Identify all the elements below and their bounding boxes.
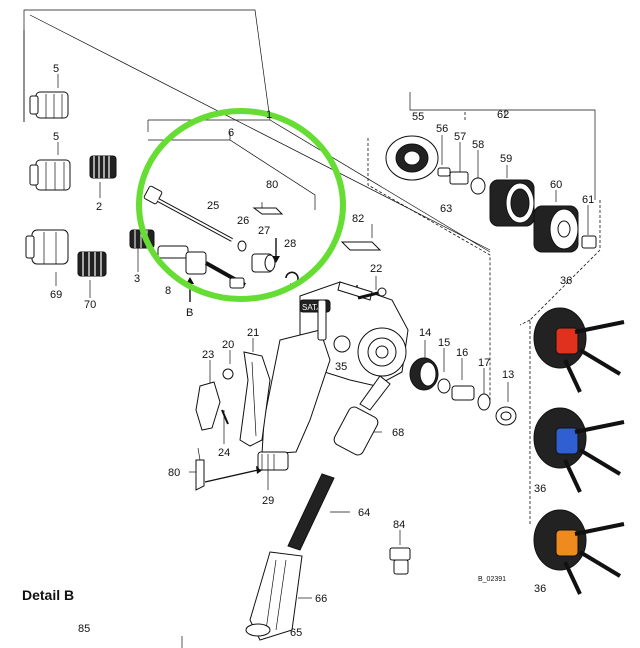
- part-cap-59: [489, 179, 535, 227]
- highlight-circle: [136, 108, 346, 302]
- dashed-outlines: [367, 110, 601, 525]
- detail-b-title: Detail B: [22, 587, 74, 603]
- label-25: 25: [207, 200, 219, 212]
- label-20: 20: [222, 339, 234, 351]
- label-59: 59: [500, 153, 512, 165]
- label-70: 70: [84, 299, 96, 311]
- part-nut-27: [251, 253, 276, 273]
- label-27: 27: [258, 225, 270, 237]
- label-15: 15: [438, 337, 450, 349]
- label-84: 84: [393, 519, 405, 531]
- label-58: 58: [472, 139, 484, 151]
- part-cap-60: [533, 205, 579, 253]
- label-21: 21: [247, 327, 259, 339]
- part-air-cap-5-upper: [29, 91, 69, 119]
- label-28: 28: [284, 238, 296, 250]
- part-fitting-57: [449, 171, 469, 185]
- label-85: 85: [78, 623, 90, 635]
- label-2: 2: [96, 201, 102, 213]
- part-ring-65: [245, 623, 271, 637]
- label-5a: 5: [53, 63, 59, 75]
- label-36b: 36: [534, 483, 546, 495]
- label-6: 6: [228, 127, 234, 139]
- part-tool-80-bottom: [195, 447, 205, 491]
- part-spring-2: [89, 155, 117, 179]
- label-55: 55: [412, 111, 424, 123]
- label-8: 8: [165, 285, 171, 297]
- part-pin-24: [221, 409, 229, 425]
- label-61: 61: [582, 194, 594, 206]
- leader-lines: [23, 9, 596, 633]
- part-ring-14: [409, 357, 439, 391]
- part-ring-58: [470, 177, 486, 195]
- part-trigger-21: [239, 351, 271, 447]
- part-nut-13: [495, 406, 517, 426]
- part-nut-20: [222, 368, 234, 380]
- label-80b: 80: [168, 467, 180, 479]
- part-screw-22: [357, 287, 387, 300]
- color-cap-orange: [533, 509, 625, 595]
- part-air-connector-29: [257, 451, 289, 471]
- part-tool-80-top: [252, 202, 284, 215]
- label-65: 65: [290, 627, 302, 639]
- part-ring-55: [385, 135, 439, 181]
- label-23: 23: [202, 349, 214, 361]
- label-69: 69: [50, 289, 62, 301]
- label-64: 64: [358, 507, 370, 519]
- part-handle-66: [249, 551, 303, 641]
- part-cap-69: [25, 229, 69, 265]
- label-24: 24: [218, 447, 230, 459]
- label-B: B: [186, 307, 193, 319]
- label-16: 16: [456, 347, 468, 359]
- label-66: 66: [315, 593, 327, 605]
- part-nozzle-61: [581, 235, 597, 249]
- part-rod-8: [157, 245, 246, 289]
- label-13: 13: [502, 369, 514, 381]
- label-36a: 36: [560, 275, 572, 287]
- label-68: 68: [392, 427, 404, 439]
- part-labels: 1 5 5 2 3 69 70 6 80 25 26 27 28 8 B 82 …: [22, 63, 594, 639]
- part-valve-16: [451, 385, 475, 401]
- label-82: 82: [352, 213, 364, 225]
- part-ring-15: [437, 378, 451, 394]
- label-22: 22: [370, 263, 382, 275]
- color-cap-blue: [533, 407, 625, 493]
- drawing-reference: B_02391: [478, 576, 506, 583]
- label-14: 14: [419, 327, 431, 339]
- part-connector-84: [389, 547, 411, 575]
- label-1: 1: [266, 109, 272, 121]
- gun-brand-text: SATA: [302, 303, 322, 312]
- spray-gun-body: SATA: [261, 281, 409, 455]
- part-trigger-lever-23: [195, 381, 221, 431]
- part-tool-82: [340, 241, 382, 251]
- label-60: 60: [550, 179, 562, 191]
- label-57: 57: [454, 131, 466, 143]
- part-ring-26: [237, 240, 247, 252]
- part-35: [333, 335, 351, 353]
- part-air-cap-5-lower: [29, 159, 71, 191]
- label-63: 63: [440, 203, 452, 215]
- part-spring-70: [77, 251, 107, 277]
- part-pin-56: [437, 167, 451, 177]
- label-80a: 80: [266, 179, 278, 191]
- part-ring-17: [477, 393, 491, 411]
- label-36c: 36: [534, 583, 546, 595]
- label-26: 26: [237, 215, 249, 227]
- part-filter-64: [287, 473, 335, 551]
- label-5b: 5: [53, 131, 59, 143]
- color-cap-red: [533, 307, 625, 393]
- part-hose-68: [333, 375, 391, 456]
- label-35: 35: [335, 361, 347, 373]
- label-62: 62: [497, 109, 509, 121]
- part-needle-25: [143, 185, 233, 242]
- label-29: 29: [262, 495, 274, 507]
- label-3: 3: [134, 273, 140, 285]
- label-56: 56: [436, 123, 448, 135]
- label-17: 17: [478, 357, 490, 369]
